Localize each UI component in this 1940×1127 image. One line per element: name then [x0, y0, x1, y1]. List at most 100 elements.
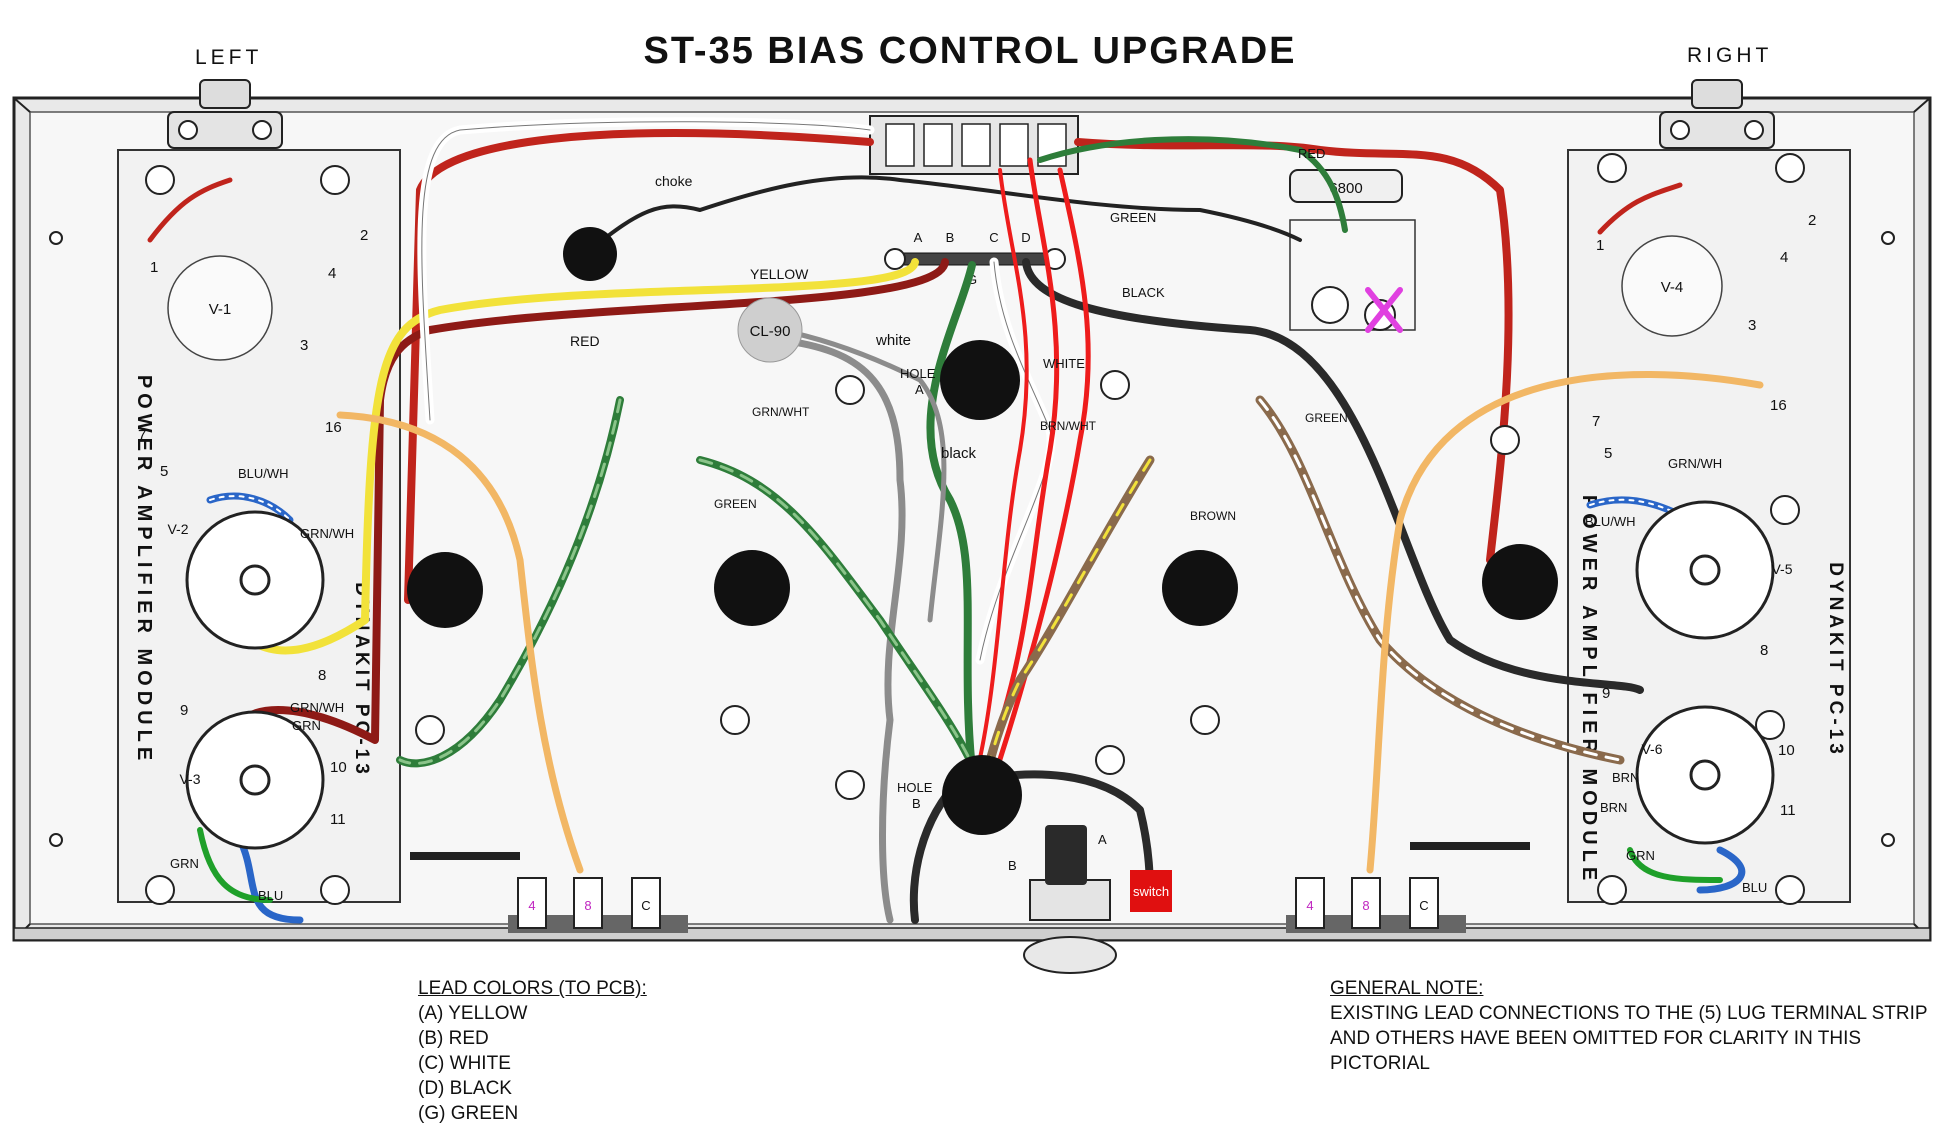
lead-color-c: (C) WHITE	[418, 1053, 511, 1074]
left-channel-label: LEFT	[195, 46, 263, 69]
bright-red-bias-1	[977, 157, 1060, 783]
label-green-right: GREEN	[1305, 411, 1348, 425]
left-pin-11: 11	[330, 811, 346, 828]
label-switch: switch	[1133, 884, 1169, 899]
chassis-grommets	[407, 227, 1558, 835]
diagram-title: ST-35 BIAS CONTROL UPGRADE	[643, 30, 1297, 72]
lead-color-d: (D) BLACK	[418, 1078, 512, 1099]
label-red-left: RED	[570, 333, 600, 349]
left-tag-grn-wh-1: GRN/WH	[300, 526, 354, 541]
bright-red-bias-3	[973, 168, 1029, 782]
right-brand-text: DYNAKIT PC-13	[1825, 562, 1846, 758]
right-board-pins: 1 2 3 4 5 7 8 9 10 11 16	[1592, 212, 1816, 819]
right-tag-brn-2: BRN	[1600, 800, 1627, 815]
label-white-caps: WHITE	[1043, 356, 1085, 371]
gray-wire	[776, 336, 906, 924]
tube-v5: V-5	[1771, 561, 1792, 577]
left-output-terminals	[508, 877, 688, 933]
strip-letter-b: B	[946, 230, 955, 245]
right-pin-4: 4	[1780, 249, 1788, 266]
right-board-red-jumper	[1597, 182, 1683, 235]
right-term-8: 8	[1362, 898, 1369, 913]
label-grn-wht-left: GRN/WHT	[752, 405, 810, 419]
right-pin-1: 1	[1596, 237, 1604, 254]
right-tag-grn: GRN	[1626, 848, 1655, 863]
label-red-top: RED	[1298, 146, 1325, 161]
lead-color-b: (B) RED	[418, 1028, 489, 1049]
label-cl90: CL-90	[750, 323, 791, 340]
label-white: white	[875, 332, 911, 349]
general-note-line-1: EXISTING LEAD CONNECTIONS TO THE (5) LUG…	[1330, 1003, 1928, 1024]
wiring	[147, 117, 1764, 924]
green-top-wire	[1037, 136, 1348, 233]
hole-a	[940, 340, 1020, 420]
right-pin-2: 2	[1808, 212, 1816, 229]
right-pin-5: 5	[1604, 445, 1612, 462]
power-switch[interactable]	[1130, 870, 1172, 912]
choke-terminal	[563, 227, 617, 281]
right-pin-10: 10	[1778, 742, 1795, 759]
left-module-text: POWER AMPLIFIER MODULE	[133, 375, 155, 765]
right-pin-16: 16	[1770, 397, 1787, 414]
right-pin-7: 7	[1592, 413, 1600, 430]
left-term-c: C	[641, 898, 650, 913]
right-pin-8: 8	[1760, 642, 1768, 659]
label-choke: choke	[655, 173, 693, 189]
label-brown: BROWN	[1190, 509, 1236, 523]
left-tag-blu-wh: BLU/WH	[238, 466, 289, 481]
lead-color-g: (G) GREEN	[418, 1103, 519, 1124]
hole-labels: HOLE A HOLE B	[897, 366, 936, 811]
right-term-4: 4	[1306, 898, 1313, 913]
left-pin-10: 10	[330, 759, 347, 776]
lead-colors-notes: LEAD COLORS (TO PCB): (A) YELLOW (B) RED…	[418, 976, 647, 1126]
yellow-lead	[246, 258, 919, 655]
choke-wire	[588, 175, 1302, 252]
removed-connection-x-mark	[1365, 287, 1403, 333]
right-pin-3: 3	[1748, 317, 1756, 334]
left-board-pins: 1 2 3 4 5 7 8 9 10 11 16	[138, 227, 368, 828]
left-tag-grn-1: GRN	[292, 718, 321, 733]
orange-left-wire	[336, 411, 584, 874]
left-pin-3: 3	[300, 337, 308, 354]
right-tag-brn-1: BRN	[1612, 770, 1639, 785]
blue-heater-right-lower	[1696, 846, 1746, 894]
hole-b	[942, 755, 1022, 835]
red-top-wire	[1074, 138, 1513, 564]
left-tag-blu: BLU	[258, 888, 283, 903]
right-board-wire-tags: GRN/WH BLU/WH BRN BRN GRN BLU	[1585, 456, 1767, 895]
gray-wire-2	[777, 327, 947, 623]
green-lead-right-grn	[1627, 847, 1723, 883]
tube-sockets	[185, 500, 1775, 850]
lead-color-a: (A) YELLOW	[418, 1003, 528, 1024]
strip-letter-d: D	[1021, 230, 1030, 245]
lead-colors-heading: LEAD COLORS (TO PCB):	[418, 978, 647, 999]
label-brn-wht: BRN/WHT	[1040, 419, 1097, 433]
tube-v6: V-6	[1641, 741, 1662, 757]
orange-right-wire	[1366, 370, 1764, 874]
right-pin-11: 11	[1780, 802, 1796, 819]
right-channel-label: RIGHT	[1687, 44, 1773, 67]
right-tag-grn-wh: GRN/WH	[1668, 456, 1722, 471]
left-board-wire-tags: BLU/WH GRN/WH GRN/WH GRN GRN BLU	[170, 466, 354, 903]
wire-labels: choke YELLOW RED white black WHITE BLACK…	[570, 146, 1348, 873]
chassis-rivets	[49, 231, 1895, 847]
strip-letter-c: C	[989, 230, 998, 245]
label-yellow: YELLOW	[750, 266, 809, 282]
left-pin-4: 4	[328, 265, 336, 282]
label-hole-b-2: B	[912, 796, 921, 811]
right-output-terminals	[1286, 877, 1466, 933]
tube-v2: V-2	[167, 521, 188, 537]
left-pin-5: 5	[160, 463, 168, 480]
right-tag-blu: BLU	[1742, 880, 1767, 895]
tube-v4: V-4	[1661, 279, 1684, 296]
left-pin-1: 1	[150, 259, 158, 276]
bottom-mounting-bars	[410, 842, 1530, 860]
left-input-jack	[167, 79, 283, 149]
filter-capacitor-6800	[1289, 169, 1403, 203]
left-pin-2: 2	[360, 227, 368, 244]
label-green-left: GREEN	[714, 497, 757, 511]
left-pin-8: 8	[318, 667, 326, 684]
bias-adjust-pot	[1289, 219, 1416, 331]
bias-potentiometer	[1023, 825, 1117, 974]
